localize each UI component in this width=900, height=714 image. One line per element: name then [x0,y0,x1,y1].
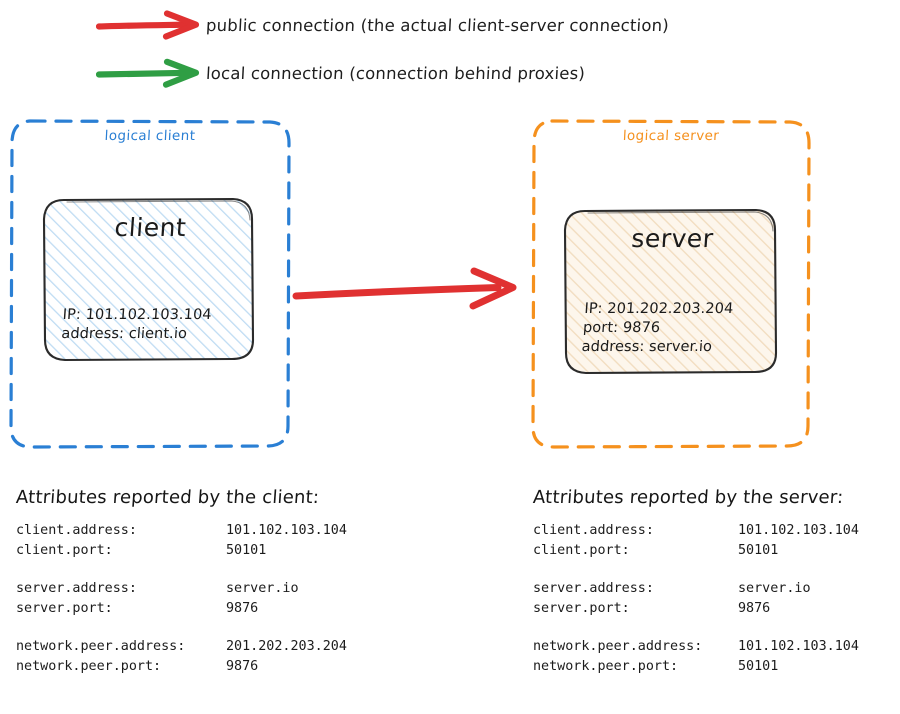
table-row-spacer [533,619,859,637]
attr-value: 101.102.103.104 [738,523,859,538]
table-row-spacer [16,561,347,579]
server-node-address: address: server.io [581,339,713,355]
attr-value: 50101 [738,543,779,558]
table-row: server.port: 9876 [16,599,347,619]
legend-item-public-connection: public connection (the actual client-ser… [96,8,669,42]
client-attributes-heading: Attributes reported by the client: [15,487,320,508]
client-node-address: address: client.io [60,326,188,342]
server-node-frame [563,208,778,375]
logical-client-group: logical client [8,118,292,450]
table-row-spacer [533,561,859,579]
attr-key: client.address: [533,523,654,538]
server-node-port: port: 9876 [582,320,661,336]
logical-server-dashed-border [531,119,811,449]
attr-key: server.address: [533,581,654,596]
table-row: client.port: 50101 [16,541,347,561]
attr-key: client.port: [16,543,113,558]
attr-key: server.address: [16,581,137,596]
attr-value: server.io [226,581,299,596]
attr-value: 9876 [226,659,259,674]
client-node-ip: IP: 101.102.103.104 [62,307,213,323]
attr-key: server.port: [533,601,630,616]
logical-server-label: logical server [622,128,720,144]
attr-key: network.peer.address: [533,639,703,654]
attr-key: client.port: [533,543,630,558]
client-node-title: client [113,213,188,242]
server-attributes-block: Attributes reported by the server: clien… [532,487,859,677]
attr-key: client.address: [16,523,137,538]
arrow-right-icon [96,58,200,88]
table-row: network.peer.port: 50101 [533,657,859,677]
server-attributes-table: client.address: 101.102.103.104 client.p… [533,521,859,677]
attr-value: server.io [738,581,811,596]
table-row: server.port: 9876 [533,599,859,619]
legend-label-public-connection: public connection (the actual client-ser… [205,15,670,35]
table-row: client.address: 101.102.103.104 [533,521,859,541]
table-row: client.address: 101.102.103.104 [16,521,347,541]
table-row: server.address: server.io [16,579,347,599]
server-node-title: server [630,224,715,253]
client-node-details: IP: 101.102.103.104 address: client.io [61,306,241,344]
server-node: server IP: 201.202.203.204 port: 9876 ad… [563,208,778,375]
table-row: client.port: 50101 [533,541,859,561]
logical-client-dashed-border [9,119,291,449]
table-row: network.peer.address: 101.102.103.104 [533,637,859,657]
attr-value: 9876 [226,601,259,616]
attr-value: 50101 [738,659,779,674]
client-node: client IP: 101.102.103.104 address: clie… [42,197,255,362]
server-node-details: IP: 201.202.203.204 port: 9876 address: … [581,300,764,357]
attr-key: network.peer.port: [533,659,679,674]
attr-key: network.peer.port: [16,659,162,674]
attr-value: 50101 [226,543,267,558]
attr-value: 101.102.103.104 [226,523,347,538]
table-row: server.address: server.io [533,579,859,599]
attr-value: 201.202.203.204 [226,639,347,654]
attr-key: server.port: [16,601,113,616]
arrow-right-icon [96,10,200,40]
client-attributes-table: client.address: 101.102.103.104 client.p… [16,521,347,677]
server-attributes-heading: Attributes reported by the server: [532,487,845,508]
client-attributes-block: Attributes reported by the client: clien… [15,487,347,677]
attr-value: 9876 [738,601,771,616]
logical-server-group: logical server [530,118,812,450]
table-row: network.peer.port: 9876 [16,657,347,677]
logical-client-label: logical client [104,128,196,144]
client-node-frame [42,197,255,362]
table-row: network.peer.address: 201.202.203.204 [16,637,347,657]
public-connection-arrow [292,267,517,310]
table-row-spacer [16,619,347,637]
legend-item-local-connection: local connection (connection behind prox… [96,56,586,90]
attr-value: 101.102.103.104 [738,639,859,654]
server-node-ip: IP: 201.202.203.204 [583,301,734,317]
legend-label-local-connection: local connection (connection behind prox… [205,63,586,83]
attr-key: network.peer.address: [16,639,186,654]
